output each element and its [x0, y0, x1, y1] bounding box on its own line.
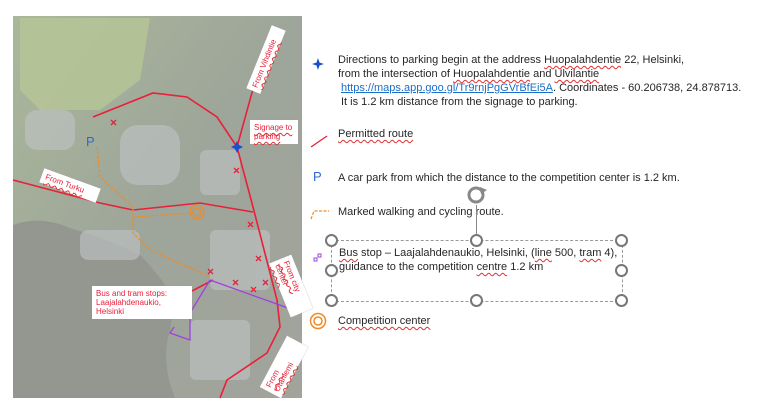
golf-area [20, 18, 150, 110]
competition-center-marker [189, 204, 205, 220]
closed-road-x-marks [110, 119, 269, 293]
label-signage-to-parking: Signage to parking [250, 120, 298, 144]
parking-icon: P [313, 169, 322, 184]
maps-link[interactable]: https://maps.app.goo.gl/Tr9rnjPgGVrBfEi5… [341, 82, 553, 94]
car-park-label: A car park from which the distance to th… [338, 172, 680, 184]
bus-stop-icon [313, 253, 322, 262]
walking-route-icon [310, 210, 329, 220]
start-cross-icon [231, 141, 243, 153]
residential-blocks [25, 110, 270, 380]
permitted-route-icon [310, 135, 328, 148]
parking-marker: P [86, 134, 95, 149]
bus-stop-label[interactable]: Bus stop – Laajalahdenaukio, Helsinki, (… [339, 247, 618, 273]
competition-center-label: Competition center [338, 315, 431, 327]
label-bus-tram-stops: Bus and tram stops: Laajalahdenaukio, He… [92, 286, 192, 319]
walking-route [96, 146, 211, 278]
start-cross-icon [312, 58, 324, 70]
permitted-route-label: Permitted route [338, 128, 414, 140]
competition-center-icon [309, 312, 327, 330]
rotate-handle-icon[interactable] [465, 184, 489, 206]
directions-text: Directions to parking begin at the addre… [338, 54, 742, 108]
selected-text-box[interactable]: Bus stop – Laajalahdenaukio, Helsinki, (… [325, 234, 628, 307]
rotate-handle-line [476, 205, 477, 240]
walking-route-label: Marked walking and cycling route. [338, 206, 504, 218]
